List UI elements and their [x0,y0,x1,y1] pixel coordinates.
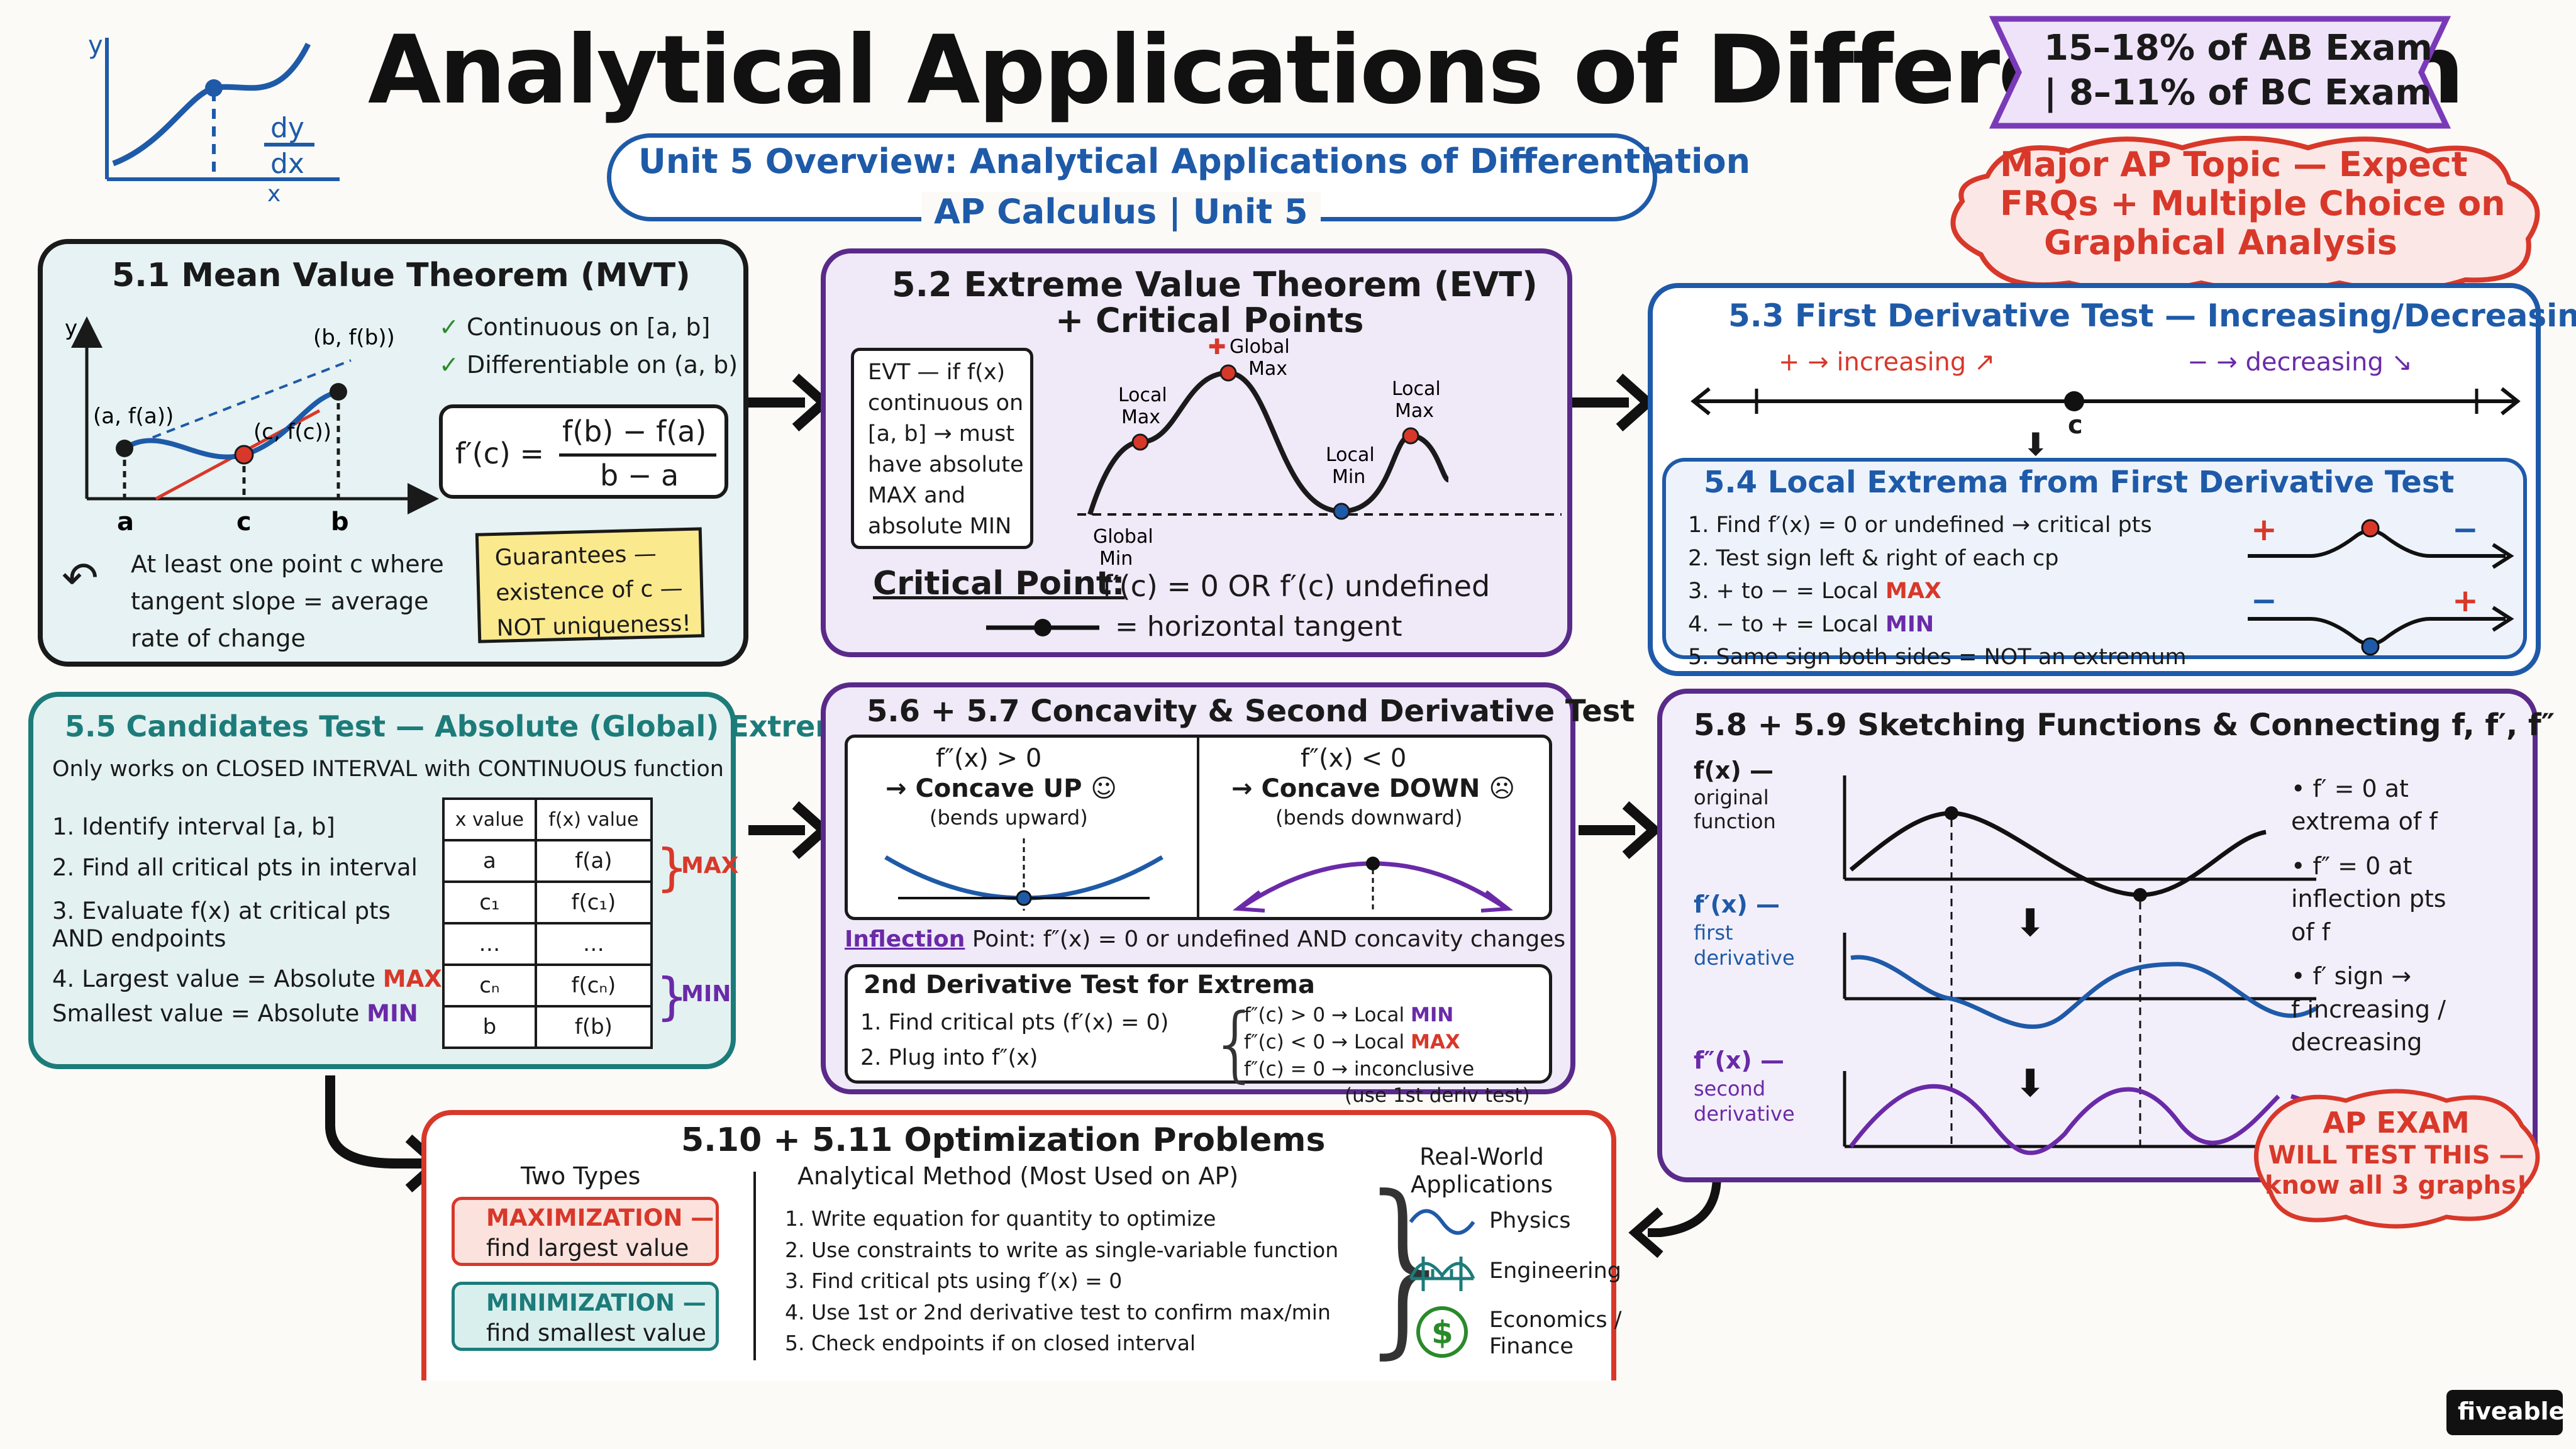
mvt-cond-continuous: ✓ Continuous on [a, b] [439,313,711,341]
svg-text:a: a [117,508,134,536]
number-line [1690,387,2521,416]
critical-point-label: Critical Point: [873,565,1125,602]
mvt-panel: 5.1 Mean Value Theorem (MVT) y (a, f(a))… [38,239,748,667]
svg-text:x: x [267,181,280,201]
svg-text:(b, f(b)): (b, f(b)) [313,325,395,350]
svg-text:b: b [331,508,349,536]
concave-up-graph [884,838,1163,911]
candidates-title: 5.5 Candidates Test — Absolute (Global) … [65,709,865,743]
mvt-formula: f′(c) = f(b) − f(a) b − a [439,404,728,499]
svg-text:⬇: ⬇ [2014,901,2046,945]
exam-weight-badge: 15–18% of AB Exam | 8–11% of BC Exam [1981,13,2459,132]
svg-text:Global: Global [1093,526,1153,548]
svg-text:⬇: ⬇ [2014,1062,2046,1106]
sketching-title: 5.8 + 5.9 Sketching Functions & Connecti… [1694,708,2555,743]
arrow-right-icon [1572,374,1654,431]
first-derivative-panel: 5.3 First Derivative Test — Increasing/D… [1648,283,2576,676]
evt-title: 5.2 Extreme Value Theorem (EVT) [892,265,1538,304]
svg-text:(a, f(a)): (a, f(a)) [93,404,174,429]
evt-panel: 5.2 Extreme Value Theorem (EVT) + Critic… [821,248,1572,657]
mvt-cond-differentiable: ✓ Differentiable on (a, b) [439,351,738,379]
local-extrema-panel: 5.4 Local Extrema from First Derivative … [1662,458,2527,670]
overview-title: Unit 5 Overview: Analytical Applications… [638,142,1751,181]
horizontal-tangent-icon [986,619,1099,636]
candidates-panel: 5.5 Candidates Test — Absolute (Global) … [28,692,865,1069]
svg-text:−: − [2251,582,2277,619]
wave-icon [1409,1209,1475,1235]
mvt-graph: y (a, f(a)) (b, f(b)) (c, f(c)) a c b [65,316,439,536]
cycle-icon: ↶ [62,552,99,604]
major-topic-cloud: Major AP Topic — Expect FRQs + Multiple … [1931,132,2560,296]
table-row: …… [442,922,653,966]
svg-text:Min: Min [1332,466,1365,488]
arrow-curve-icon [1628,1175,1721,1258]
fdt-title: 5.3 First Derivative Test — Increasing/D… [1728,297,2576,334]
svg-text:c: c [236,508,252,536]
svg-text:Global: Global [1230,336,1290,358]
svg-text:Max: Max [1121,406,1160,428]
concavity-panel: 5.6 + 5.7 Concavity & Second Derivative … [821,682,1635,1107]
overview-subtitle: AP Calculus | Unit 5 [921,192,1321,231]
arrow-right-icon [748,801,830,859]
mvt-sticky-note: Guarantees —existence of c —NOT uniquene… [475,527,705,643]
svg-text:Max: Max [1395,400,1434,422]
svg-text:Local: Local [1392,378,1441,400]
header-graph-y: y [88,31,103,60]
arrow-right-icon [1579,801,1660,859]
optimization-panel: 5.10 + 5.11 Optimization Problems Two Ty… [421,1110,1622,1380]
f-fp-fpp-graphs: ⬇ ⬇ [1843,775,2318,1155]
bridge-icon [1409,1257,1475,1291]
header-graph: y dy dx x [75,19,352,207]
fiveable-logo: fiveable [2446,1390,2565,1435]
maximization-box: MAXIMIZATION —find largest value [452,1197,719,1266]
svg-text:Max: Max [1248,358,1287,380]
concave-down-graph [1232,857,1514,913]
mvt-title: 5.1 Mean Value Theorem (MVT) [112,257,691,294]
svg-text:−: − [2452,511,2479,548]
svg-text:(c, f(c)): (c, f(c)) [253,419,331,445]
svg-text:Local: Local [1118,384,1167,406]
arrow-right-icon [748,374,830,431]
dollar-icon: $ [1416,1306,1468,1358]
svg-text:y: y [65,316,77,341]
sign-change-diagrams: + − − + [2248,511,2514,656]
critical-point-definition: f′(c) = 0 OR f′(c) undefined [1102,569,1491,603]
svg-text:Local: Local [1326,444,1375,466]
svg-text:+: + [2452,582,2479,619]
second-derivative-test-box: 2nd Derivative Test for Extrema 1. Find … [845,964,1552,1107]
svg-text:$: $ [1431,1314,1453,1351]
svg-text:Min: Min [1099,548,1133,570]
optimization-title: 5.10 + 5.11 Optimization Problems [681,1121,1326,1159]
svg-text:✚: ✚ [1208,335,1226,360]
svg-text:dy: dy [270,112,304,144]
inflection-point-definition: Inflection Point: f″(x) = 0 or undefined… [845,926,1566,952]
minimization-box: MINIMIZATION —find smallest value [452,1282,719,1351]
svg-text:dx: dx [270,148,304,180]
svg-text:+: + [2251,511,2277,548]
arrow-down-icon: ⬇ [2023,426,2049,463]
sketching-panel: 5.8 + 5.9 Sketching Functions & Connecti… [1657,689,2555,1182]
concavity-title: 5.6 + 5.7 Concavity & Second Derivative … [867,694,1635,729]
